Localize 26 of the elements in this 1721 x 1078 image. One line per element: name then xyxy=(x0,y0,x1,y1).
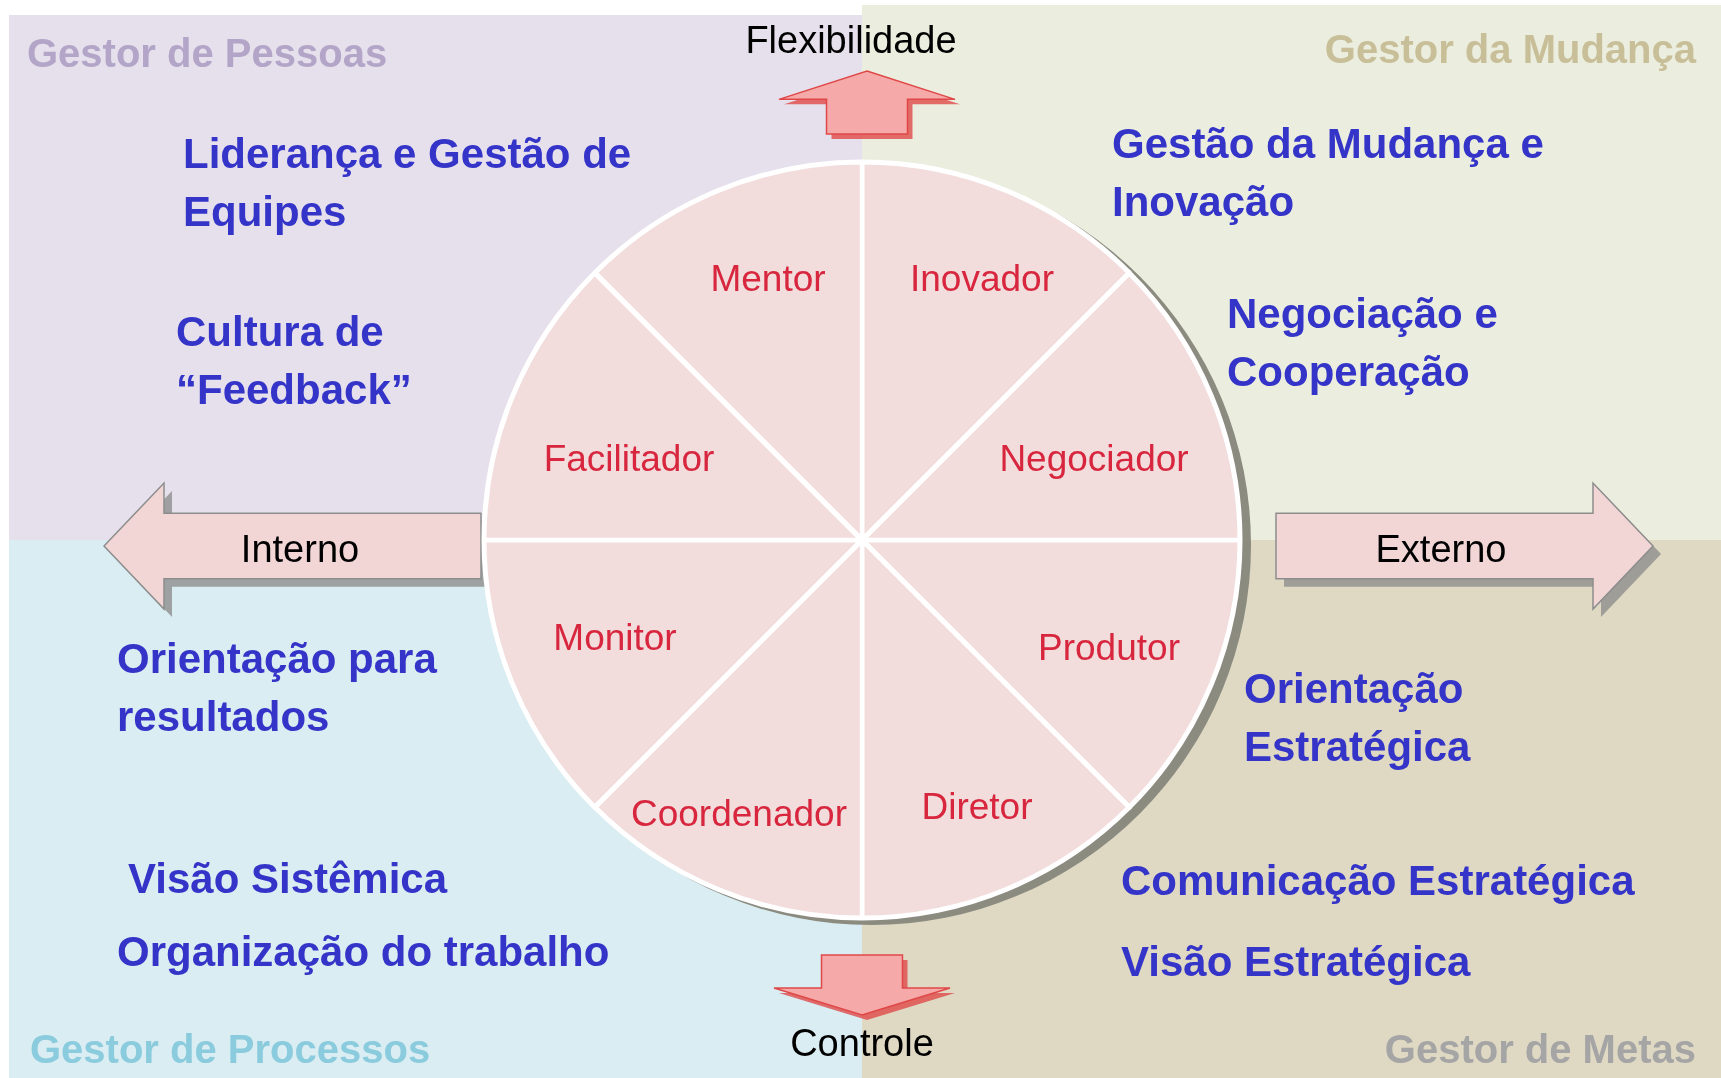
competency-text: Organização do trabalho xyxy=(117,927,611,977)
role-label: Monitor xyxy=(553,617,677,659)
competency-text: Cultura de “Feedback” xyxy=(176,307,413,415)
role-label: Inovador xyxy=(910,258,1054,300)
quadrant-heading: Gestor de Processos xyxy=(30,1027,431,1072)
competency-text: Visão Sistêmica xyxy=(128,854,449,904)
competency-text: Comunicação Estratégica xyxy=(1121,856,1636,906)
role-label: Mentor xyxy=(710,258,826,300)
competency-text: Visão Estratégica xyxy=(1121,937,1472,987)
axis-label: Flexibilidade xyxy=(745,18,957,62)
axis-label: Externo xyxy=(1375,527,1507,571)
competency-text: Negociação e Cooperação xyxy=(1227,289,1499,397)
axis-label: Controle xyxy=(790,1021,934,1065)
quadrant-heading: Gestor da Mudança xyxy=(1324,27,1696,72)
axis-label: Interno xyxy=(240,527,360,571)
quadrant-heading: Gestor de Metas xyxy=(1384,1027,1696,1072)
role-label: Coordenador xyxy=(631,793,847,835)
quadrant-heading: Gestor de Pessoas xyxy=(27,31,388,76)
role-label: Produtor xyxy=(1038,627,1180,669)
competency-text: Liderança e Gestão de Equipes xyxy=(183,129,633,237)
role-label: Facilitador xyxy=(543,438,715,480)
competency-text: Orientação Estratégica xyxy=(1244,664,1472,772)
role-label: Diretor xyxy=(921,786,1033,828)
role-label: Negociador xyxy=(999,438,1189,480)
competency-text: Orientação para resultados xyxy=(117,634,438,742)
competency-text: Gestão da Mudança e Inovação xyxy=(1112,119,1545,227)
